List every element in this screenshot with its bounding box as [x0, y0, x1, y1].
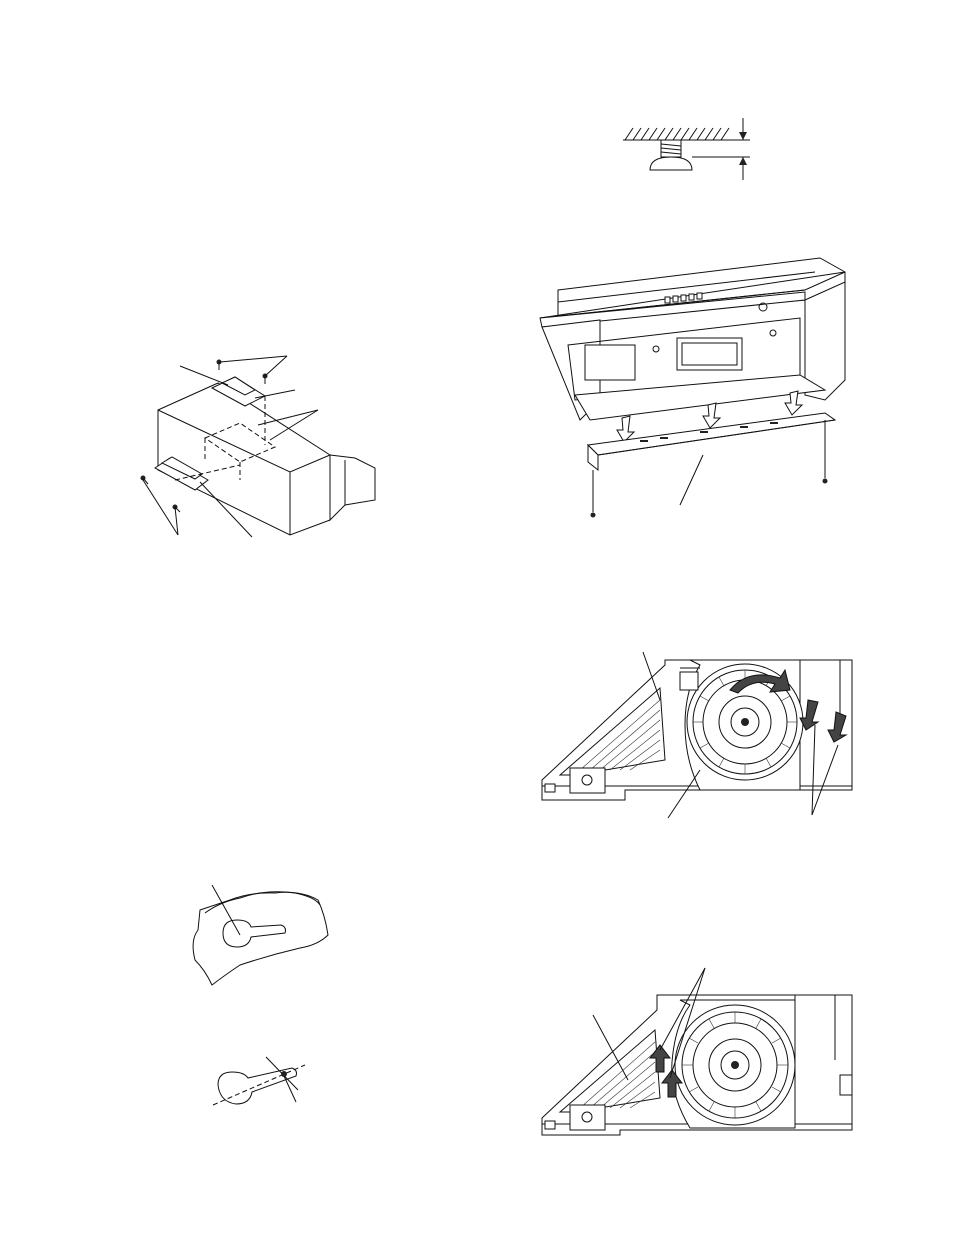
hood-mount-diagram — [535, 255, 855, 525]
keyhole-screw-diagram — [205, 1045, 315, 1110]
keyhole-slot-diagram — [185, 880, 335, 990]
hood-bracket-diagram — [130, 345, 385, 545]
blower-top-diagram — [535, 645, 860, 820]
blower-bottom-diagram — [535, 960, 860, 1140]
screw-gap-diagram — [615, 115, 755, 185]
